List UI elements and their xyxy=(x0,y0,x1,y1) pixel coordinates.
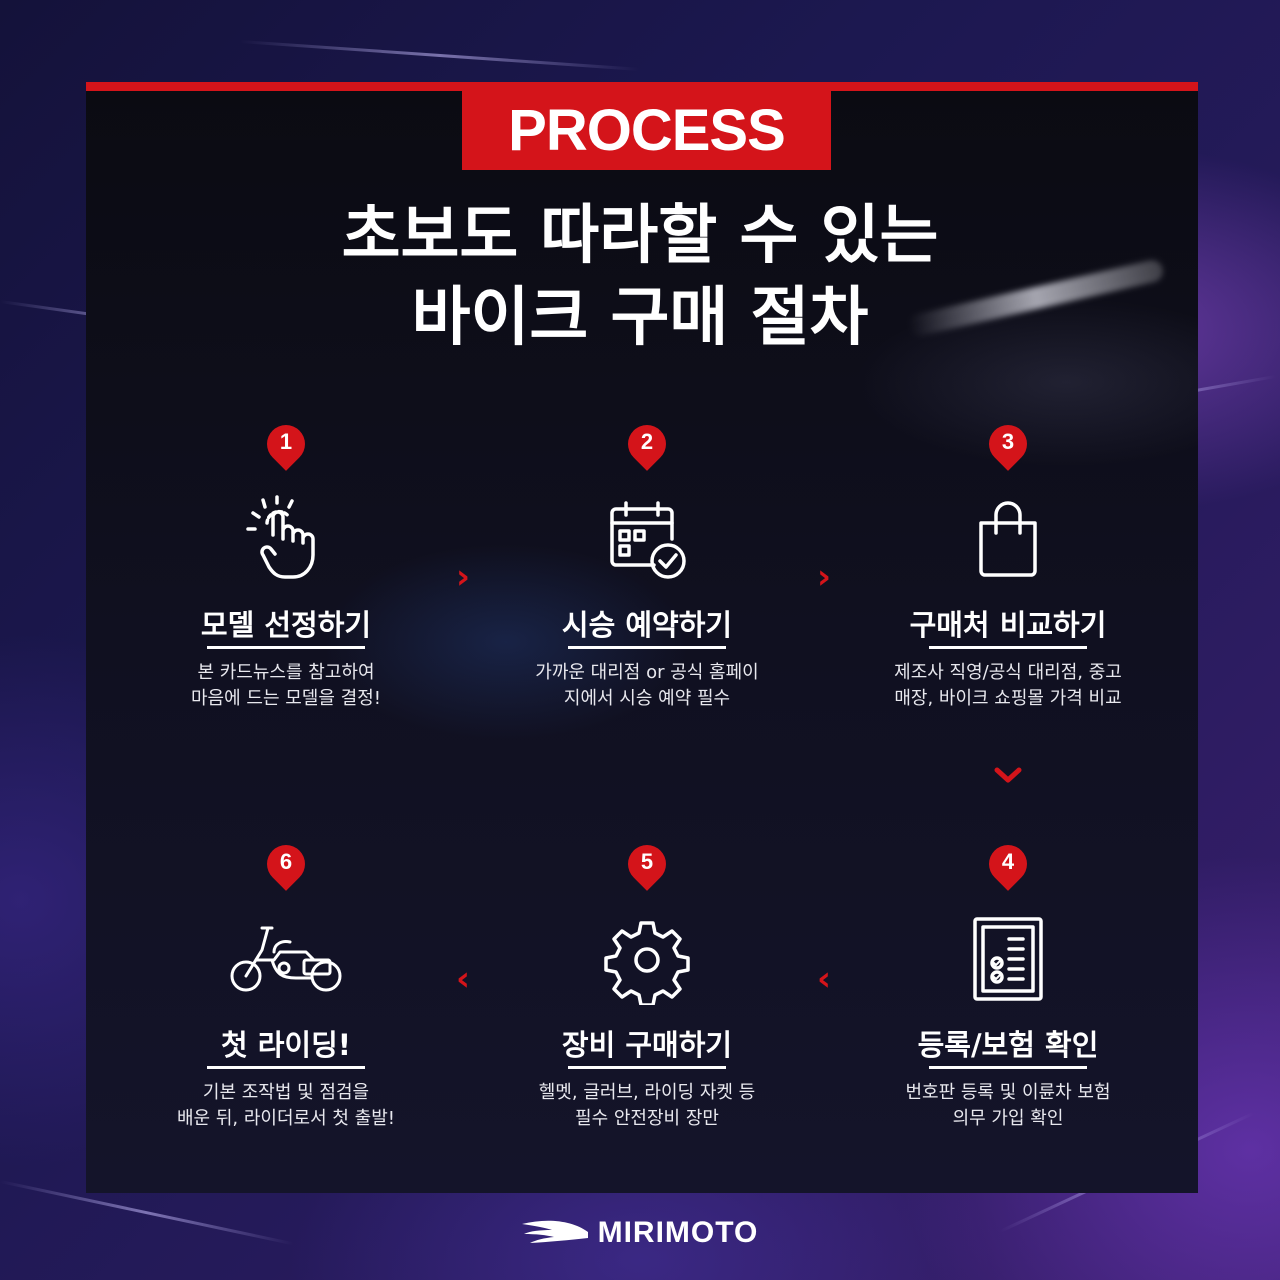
step-number: 1 xyxy=(279,429,293,454)
step-title: 장비 구매하기 xyxy=(561,1028,733,1062)
step-description: 번호판 등록 및 이륜차 보험 의무 가입 확인 xyxy=(848,1080,1168,1132)
calendar-check-icon xyxy=(597,495,697,585)
brand-name: MIRIMOTO xyxy=(597,1216,759,1249)
step-description-line: 본 카드뉴스를 참고하여 xyxy=(197,662,375,683)
step-title: 모델 선정하기 xyxy=(200,608,372,642)
step-description-line: 헬멧, 글러브, 라이딩 자켓 등 xyxy=(538,1082,756,1103)
page-title: 초보도 따라할 수 있는 바이크 구매 절차 xyxy=(140,195,1140,359)
step-title: 구매처 비교하기 xyxy=(909,608,1107,642)
step-description-line: 매장, 바이크 쇼핑몰 가격 비교 xyxy=(894,688,1122,709)
step-description-line: 가까운 대리점 or 공식 홈페이 xyxy=(535,662,759,683)
checklist-clipboard-icon xyxy=(958,915,1058,1005)
step-description-line: 필수 안전장비 장만 xyxy=(575,1108,719,1129)
step-description-line: 제조사 직영/공식 대리점, 중고 xyxy=(894,662,1122,683)
step-title: 시승 예약하기 xyxy=(561,608,733,642)
wing-logo-icon xyxy=(521,1218,588,1248)
tap-hand-icon xyxy=(236,495,336,585)
step-description-line: 배운 뒤, 라이더로서 첫 출발! xyxy=(177,1108,395,1129)
step-description-line: 의무 가입 확인 xyxy=(952,1108,1064,1129)
step-description-line: 지에서 시승 예약 필수 xyxy=(563,688,731,709)
step-underline xyxy=(207,1066,365,1069)
process-panel xyxy=(86,82,1198,1193)
process-tag-label: PROCESS xyxy=(508,98,786,163)
motorcycle-icon xyxy=(221,915,351,1005)
title-line-1: 초보도 따라할 수 있는 xyxy=(341,199,939,273)
chevron-right-icon: › xyxy=(456,557,471,597)
step-description-line: 기본 조작법 및 점검을 xyxy=(202,1082,370,1103)
gear-icon xyxy=(597,915,697,1005)
panel-top-line xyxy=(86,82,1198,91)
chevron-down-icon xyxy=(993,758,1023,792)
step-description-line: 번호판 등록 및 이륜차 보험 xyxy=(905,1082,1111,1103)
step-description: 가까운 대리점 or 공식 홈페이 지에서 시승 예약 필수 xyxy=(487,660,807,712)
step-number: 6 xyxy=(279,849,293,874)
step-description: 제조사 직영/공식 대리점, 중고 매장, 바이크 쇼핑몰 가격 비교 xyxy=(848,660,1168,712)
step-number: 3 xyxy=(1001,429,1015,454)
step-underline xyxy=(929,646,1087,649)
step-underline xyxy=(568,1066,726,1069)
step-underline xyxy=(207,646,365,649)
step-title: 등록/보험 확인 xyxy=(917,1028,1099,1062)
step-description: 본 카드뉴스를 참고하여 마음에 드는 모델을 결정! xyxy=(126,660,446,712)
chevron-left-icon: ‹ xyxy=(817,959,832,999)
brand-logo: MIRIMOTO xyxy=(500,1213,780,1253)
step-underline xyxy=(568,646,726,649)
step-description: 기본 조작법 및 점검을 배운 뒤, 라이더로서 첫 출발! xyxy=(126,1080,446,1132)
step-underline xyxy=(929,1066,1087,1069)
step-description: 헬멧, 글러브, 라이딩 자켓 등 필수 안전장비 장만 xyxy=(487,1080,807,1132)
process-tag: PROCESS xyxy=(462,91,831,170)
chevron-right-icon: › xyxy=(817,557,832,597)
step-title: 첫 라이딩! xyxy=(220,1028,352,1062)
background-streak xyxy=(239,40,640,71)
step-description-line: 마음에 드는 모델을 결정! xyxy=(191,688,381,709)
step-number: 5 xyxy=(640,849,654,874)
title-line-2: 바이크 구매 절차 xyxy=(411,281,869,355)
shopping-bag-icon xyxy=(958,495,1058,585)
step-number: 2 xyxy=(640,429,654,454)
chevron-left-icon: ‹ xyxy=(456,959,471,999)
step-number: 4 xyxy=(1001,849,1015,874)
